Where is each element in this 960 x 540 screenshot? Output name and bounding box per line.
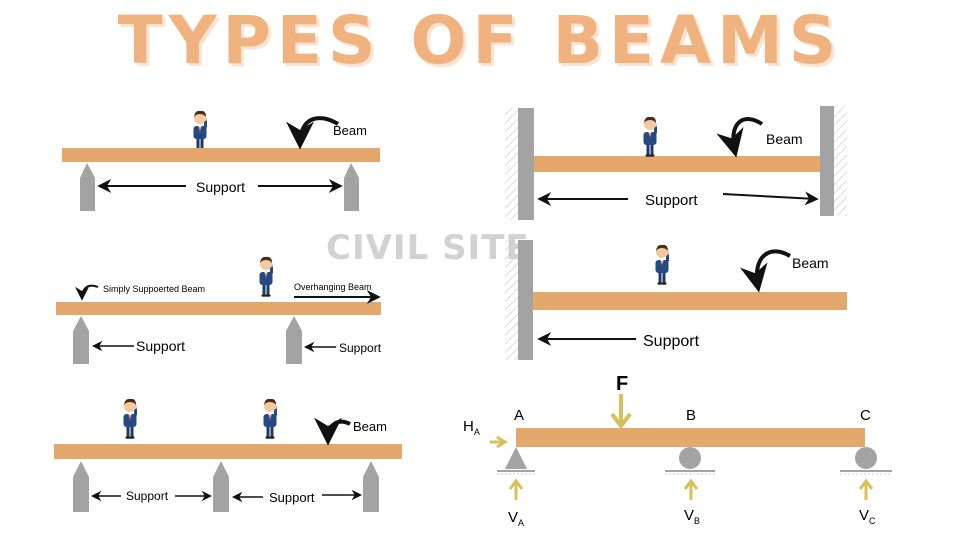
continuous-panel: Beam Support Support	[54, 398, 402, 512]
pin-support-middle	[213, 461, 229, 512]
beam	[516, 428, 865, 447]
page-title: TYPES OF BEAMS	[117, 2, 843, 79]
force-label: F	[616, 373, 628, 395]
v-a-label: VA	[508, 509, 524, 528]
pin-support-a	[505, 447, 527, 469]
vertical-reaction-arrow-c-icon	[858, 478, 874, 500]
v-b-label: VB	[684, 507, 700, 526]
beam-label: Beam	[766, 131, 803, 147]
beam	[54, 444, 402, 459]
person-icon	[655, 244, 670, 286]
beam	[534, 156, 820, 172]
simply-supported-label: Simply Suppoerted Beam	[103, 284, 205, 294]
point-a-label: A	[514, 407, 524, 424]
roller-support-c	[855, 447, 877, 469]
person-icon	[123, 398, 138, 440]
beam	[533, 292, 847, 310]
beam	[56, 302, 381, 315]
v-c-label: VC	[859, 507, 876, 526]
curved-arrow-icon	[286, 116, 340, 150]
beam-label: Beam	[792, 255, 829, 271]
person-icon	[643, 116, 658, 158]
fixed-beam-panel: Beam Support	[505, 106, 847, 220]
person-icon	[263, 398, 278, 440]
person-icon	[193, 110, 208, 152]
support-label-left: Support	[136, 338, 185, 354]
watermark: CIVIL SITE	[326, 228, 530, 268]
fixed-support-left	[518, 108, 534, 220]
person-icon	[259, 256, 274, 298]
pin-support-left	[80, 163, 95, 211]
beam-label: Beam	[353, 419, 387, 434]
support-label-left: Support	[126, 489, 169, 503]
pin-support-right	[286, 316, 302, 364]
support-label: Support	[645, 192, 698, 209]
fixed-support-right	[820, 106, 834, 216]
beam-label: Beam	[333, 123, 367, 138]
fixed-support	[518, 240, 533, 360]
support-label-right: Support	[339, 341, 382, 355]
vertical-reaction-arrow-a-icon	[508, 478, 524, 500]
curved-arrow-icon	[314, 417, 351, 446]
pin-support-right	[363, 461, 379, 512]
reactions-panel: F A B C HA VA VB VC	[463, 373, 892, 528]
curved-arrow-icon	[740, 249, 792, 293]
h-a-label: HA	[463, 418, 480, 437]
pin-support-right	[344, 163, 359, 211]
pin-support-left	[73, 461, 89, 512]
support-label: Support	[196, 179, 245, 195]
cantilever-panel: Beam Support	[505, 240, 847, 360]
pin-support-left	[73, 316, 89, 364]
curved-arrow-icon	[716, 117, 764, 158]
support-label: Support	[643, 333, 700, 350]
overhanging-panel: Simply Suppoerted Beam Overhanging Beam …	[56, 256, 382, 364]
simply-supported-panel: Beam Support	[62, 110, 380, 211]
point-b-label: B	[686, 407, 696, 424]
vertical-reaction-arrow-b-icon	[683, 478, 699, 500]
roller-support-b	[679, 447, 701, 469]
point-c-label: C	[860, 407, 871, 424]
support-label-right: Support	[269, 490, 315, 505]
arrow-right-icon	[722, 191, 819, 206]
overhanging-label: Overhanging Beam	[294, 282, 372, 292]
curved-arrow-icon	[75, 284, 99, 301]
beam	[62, 148, 380, 162]
